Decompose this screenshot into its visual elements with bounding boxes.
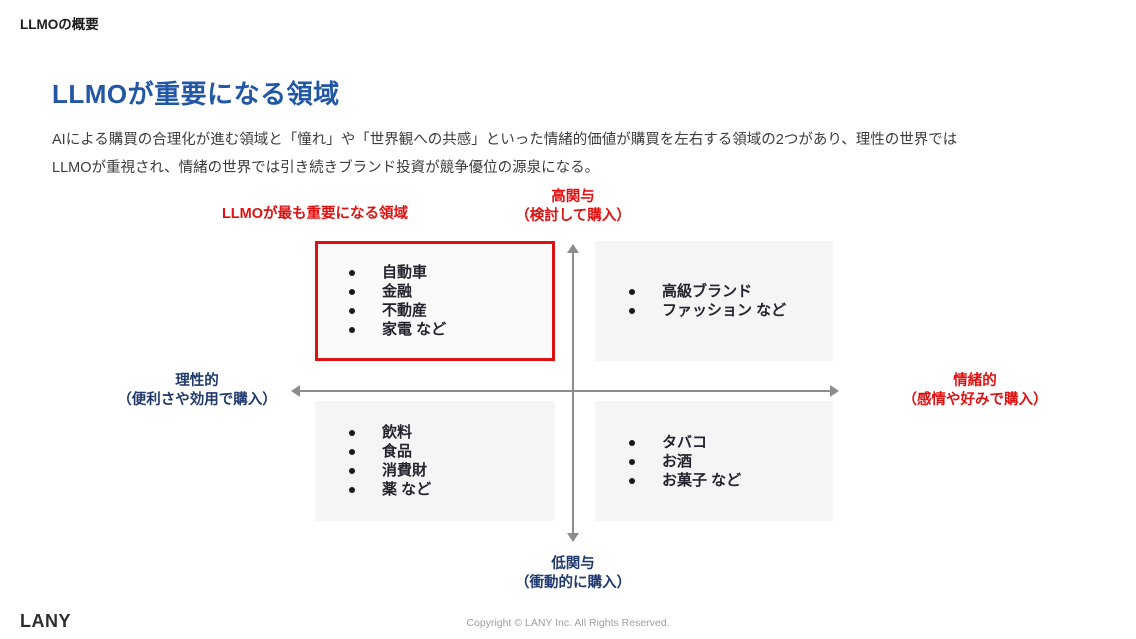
list-item-label: ファッション など: [662, 302, 787, 319]
arrow-down-icon: [567, 533, 579, 542]
horizontal-axis-line: [300, 390, 830, 392]
description-line-2: LLMOが重視され、情緒の世界では引き続きブランド投資が競争優位の源泉になる。: [52, 160, 600, 176]
highlight-quadrant-label: LLMOが最も重要になる領域: [221, 206, 409, 222]
list-item: 食品: [349, 442, 555, 461]
quadrant-top-right: 高級ブランド ファッション など: [595, 241, 833, 361]
bullet-icon: [349, 430, 355, 436]
axis-label-rational: 理性的 （便利さや効用で購入）: [87, 372, 307, 410]
list-item: タバコ: [629, 433, 833, 452]
arrow-left-icon: [291, 385, 300, 397]
axis-right-line1: 情緒的: [953, 373, 997, 389]
arrow-right-icon: [830, 385, 839, 397]
bullet-icon: [349, 327, 355, 333]
quadrant-bottom-right: タバコ お酒 お菓子 など: [595, 401, 833, 521]
axis-label-high-involvement: 高関与 （検討して購入）: [463, 188, 683, 226]
quadrant-top-left-list: 自動車 金融 不動産 家電 など: [349, 263, 552, 339]
quadrant-bottom-right-list: タバコ お酒 お菓子 など: [629, 433, 833, 490]
bullet-icon: [349, 468, 355, 474]
list-item: お菓子 など: [629, 471, 833, 490]
slide-description: AIによる購買の合理化が進む領域と「憧れ」や「世界観への共感」といった情緒的価値…: [52, 126, 957, 182]
list-item-label: 自動車: [382, 264, 428, 281]
axis-bottom-line2: （衝動的に購入）: [515, 575, 631, 591]
list-item-label: 消費財: [382, 462, 428, 479]
slide-eyebrow: LLMOの概要: [20, 17, 99, 32]
bullet-icon: [629, 477, 635, 484]
axis-bottom-line1: 低関与: [551, 556, 595, 572]
bullet-icon: [629, 289, 635, 295]
list-item-label: お菓子 など: [662, 471, 742, 489]
list-item-label: タバコ: [662, 433, 708, 451]
description-line-1: AIによる購買の合理化が進む領域と「憧れ」や「世界観への共感」といった情緒的価値…: [52, 132, 958, 148]
list-item-label: 食品: [382, 443, 413, 460]
axis-left-line1: 理性的: [175, 373, 219, 389]
axis-label-low-involvement: 低関与 （衝動的に購入）: [463, 555, 683, 593]
slide-title: LLMOが重要になる領域: [52, 79, 340, 109]
quadrant-bottom-left-list: 飲料 食品 消費財 薬 など: [349, 423, 555, 499]
lany-logo: LANY: [20, 611, 71, 631]
bullet-icon: [349, 308, 355, 314]
bullet-icon: [629, 308, 635, 314]
arrow-up-icon: [567, 244, 579, 253]
axis-left-line2: （便利さや効用で購入）: [117, 392, 277, 408]
bullet-icon: [629, 439, 635, 446]
bullet-icon: [629, 458, 635, 465]
axis-right-line2: （感情や好みで購入）: [902, 392, 1048, 408]
list-item: 飲料: [349, 423, 555, 442]
list-item: ファッション など: [629, 301, 833, 320]
bullet-icon: [349, 289, 355, 295]
bullet-icon: [349, 270, 355, 276]
list-item-label: 高級ブランド: [662, 283, 753, 300]
axis-label-emotional: 情緒的 （感情や好みで購入）: [865, 372, 1085, 410]
bullet-icon: [349, 449, 355, 455]
list-item-label: 金融: [382, 283, 413, 300]
list-item: 家電 など: [349, 320, 552, 339]
axis-top-line1: 高関与: [551, 189, 595, 205]
bullet-icon: [349, 487, 355, 493]
list-item: 高級ブランド: [629, 282, 833, 301]
list-item: お酒: [629, 452, 833, 471]
axis-top-line2: （検討して購入）: [515, 208, 631, 224]
list-item-label: 不動産: [382, 302, 428, 319]
list-item: 薬 など: [349, 480, 555, 499]
list-item: 金融: [349, 282, 552, 301]
list-item-label: 家電 など: [382, 321, 447, 338]
quadrant-top-right-list: 高級ブランド ファッション など: [629, 282, 833, 320]
list-item-label: 飲料: [382, 424, 413, 441]
list-item: 不動産: [349, 301, 552, 320]
list-item: 消費財: [349, 461, 555, 480]
list-item-label: 薬 など: [382, 481, 432, 498]
quadrant-bottom-left: 飲料 食品 消費財 薬 など: [315, 401, 555, 521]
copyright-text: Copyright © LANY Inc. All Rights Reserve…: [466, 617, 670, 629]
quadrant-top-left-highlighted: 自動車 金融 不動産 家電 など: [315, 241, 555, 361]
list-item: 自動車: [349, 263, 552, 282]
list-item-label: お酒: [662, 452, 693, 470]
vertical-axis-line: [572, 253, 574, 533]
